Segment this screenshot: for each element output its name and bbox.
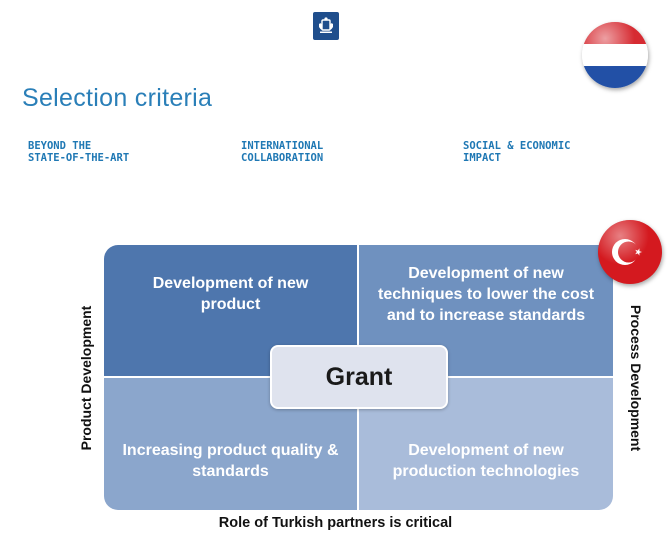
criterion-international-collaboration: INTERNATIONAL COLLABORATION	[241, 140, 324, 164]
quadrant-top-left: Development of new product	[104, 245, 357, 376]
quadrant-top-right-label: Development of new techniques to lower t…	[377, 265, 595, 324]
quadrant-bottom-left-label: Increasing product quality & standards	[122, 442, 339, 480]
coat-of-arms-icon	[313, 12, 339, 40]
page-title: Selection criteria	[22, 84, 213, 112]
quadrant-bottom-right-label: Development of new production technologi…	[392, 442, 580, 480]
criterion-state-of-the-art: BEYOND THE STATE-OF-THE-ART	[28, 140, 130, 164]
grant-label: Grant	[270, 345, 448, 409]
quadrant-top-left-label: Development of new product	[152, 275, 309, 313]
quadrant-bottom-right: Development of new production technologi…	[359, 378, 613, 510]
criterion-social-economic-impact: SOCIAL & ECONOMIC IMPACT	[463, 140, 571, 164]
axis-label-product-development: Product Development	[78, 305, 94, 451]
axis-label-process-development: Process Development	[628, 304, 644, 452]
netherlands-flag-icon	[582, 22, 648, 88]
turkey-flag-icon	[598, 220, 662, 284]
quadrant-top-right: Development of new techniques to lower t…	[359, 245, 613, 376]
caption: Role of Turkish partners is critical	[218, 515, 453, 531]
